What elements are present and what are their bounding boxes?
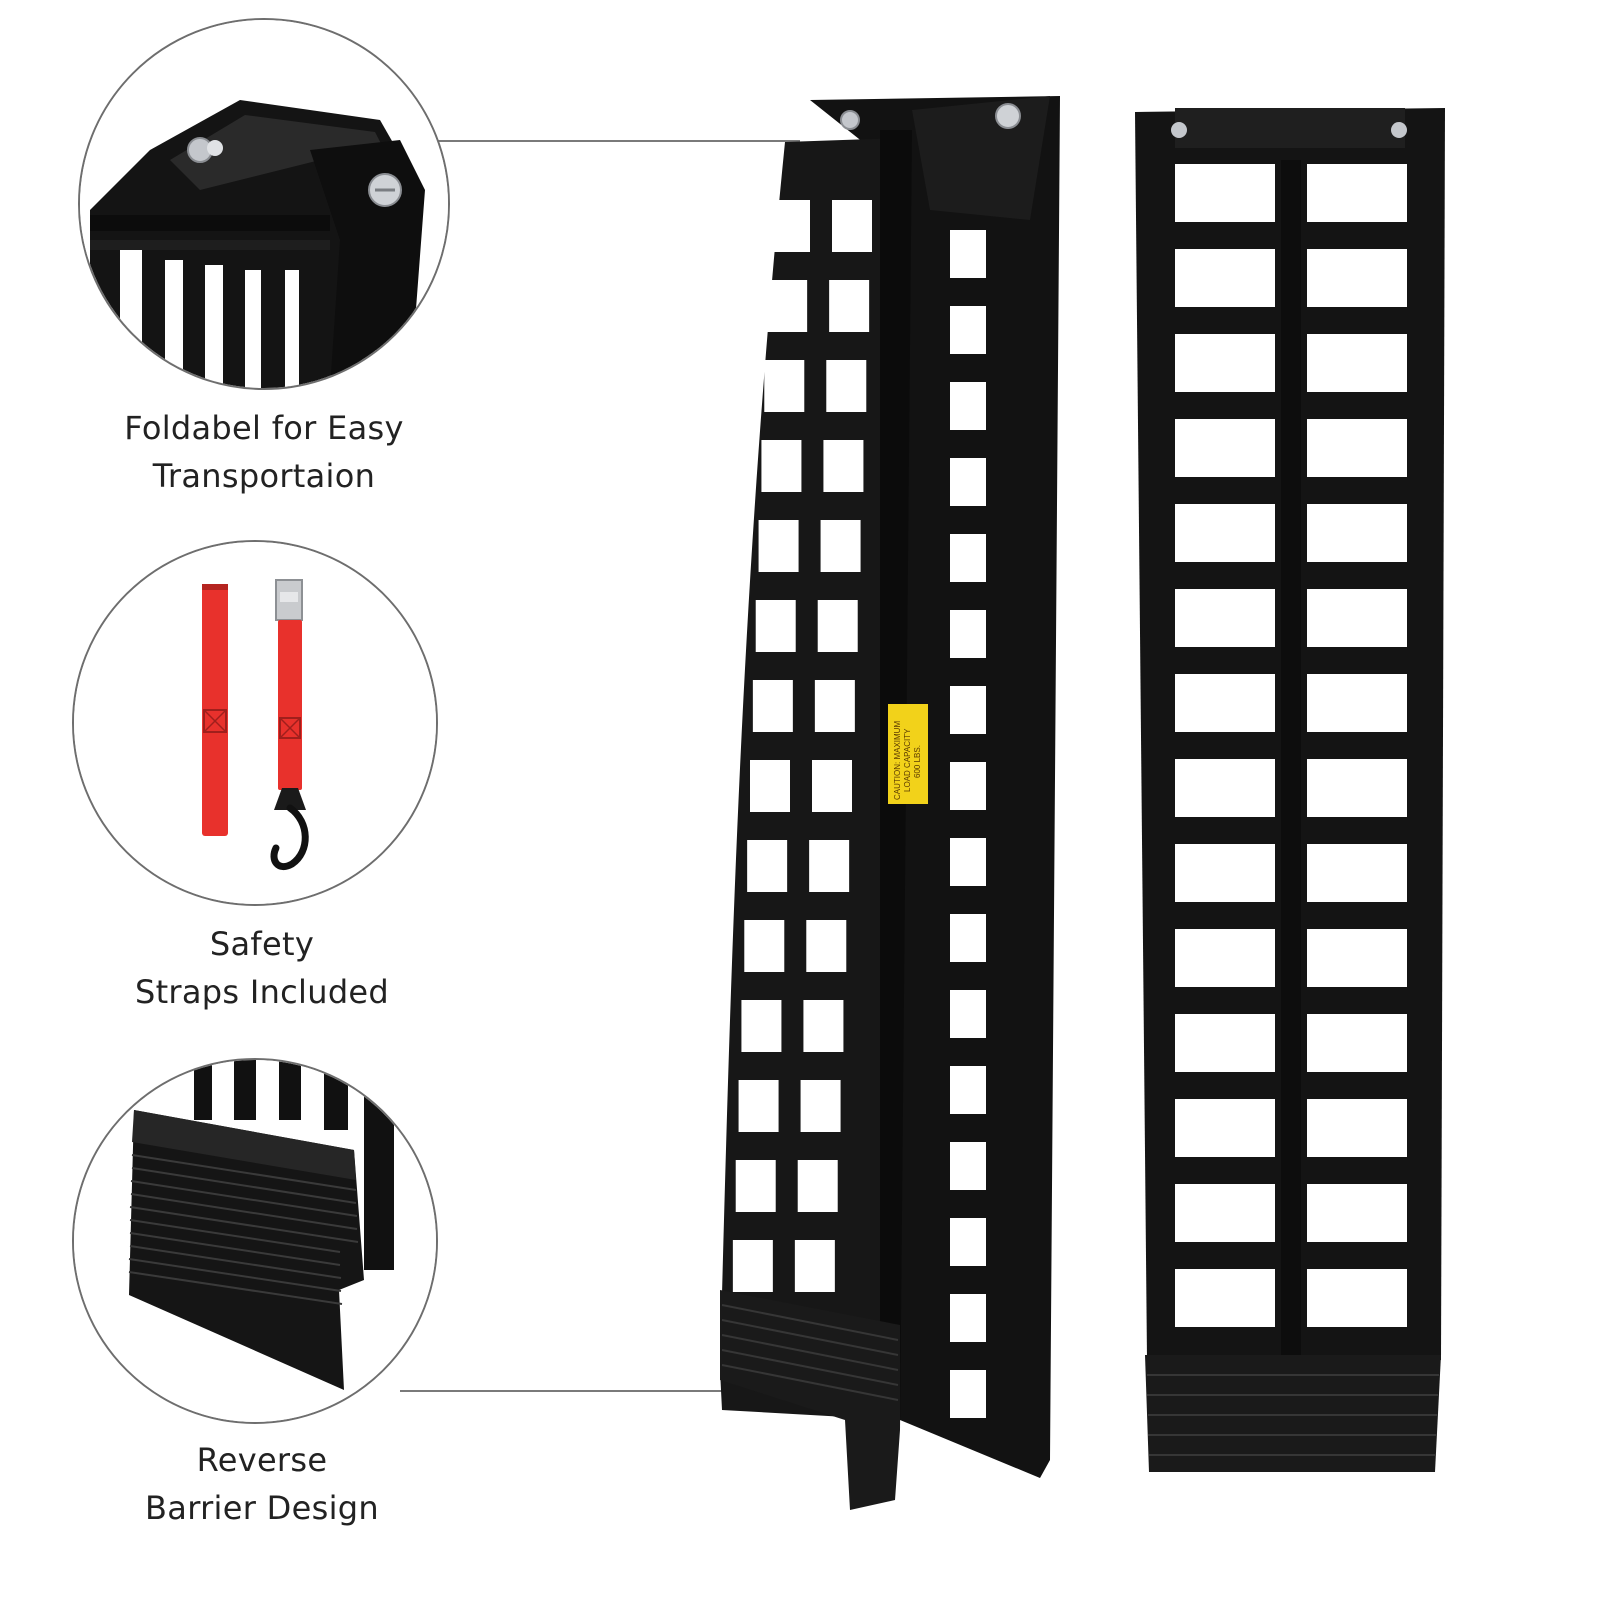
folded-ramp-back-gap <box>950 306 986 354</box>
folded-ramp-gap <box>735 1160 776 1212</box>
folded-ramp-gap <box>732 1240 773 1292</box>
fold-caption-line-2: Transportaion <box>152 457 376 495</box>
safety-straps-circle <box>72 540 438 906</box>
flat-ramp-gap <box>1175 844 1275 902</box>
caution-sticker <box>888 704 928 804</box>
flat-ramp-gap <box>1175 419 1275 477</box>
folded-ramp-gap <box>770 200 810 252</box>
folded-ramp-gap <box>797 1160 838 1212</box>
folded-ramp-back-gap <box>950 762 986 810</box>
fold-caption-line-1: Foldabel for Easy <box>124 409 404 447</box>
folded-ramp-gap <box>761 440 802 492</box>
reverse-barrier-circle <box>72 1058 438 1424</box>
folded-ramp-gap <box>823 440 864 492</box>
connector-line-bottom <box>400 1390 746 1392</box>
flat-ramp-gap <box>1175 1014 1275 1072</box>
flat-ramp-gap <box>1307 1269 1407 1327</box>
flat-ramp-gap <box>1307 1099 1407 1157</box>
folded-ramp-gap <box>812 760 852 812</box>
flat-ramp-gap <box>1175 504 1275 562</box>
flat-ramp-gap <box>1307 844 1407 902</box>
folded-ramp-image: CAUTION: MAXIMUM LOAD CAPACITY 600 LBS. <box>720 96 1060 1510</box>
flat-ramp-gap <box>1307 759 1407 817</box>
folded-ramp-gap <box>800 1080 841 1132</box>
folded-ramp-gap <box>826 360 867 412</box>
folded-ramp-gap <box>829 280 870 332</box>
folded-ramp-gap <box>803 1000 844 1052</box>
flat-ramp-gap <box>1307 164 1407 222</box>
folded-ramp-gap <box>817 600 858 652</box>
flat-ramp-gap <box>1307 249 1407 307</box>
flat-ramp-gap <box>1175 1099 1275 1157</box>
flat-ramp-gap <box>1175 589 1275 647</box>
flat-ramp-gap <box>1307 674 1407 732</box>
flat-ramp-gap <box>1307 929 1407 987</box>
straps-caption-line-2: Straps Included <box>134 973 390 1011</box>
folded-ramp-gap <box>758 520 799 572</box>
folded-ramp-gap <box>809 840 850 892</box>
flat-ramp-gap <box>1175 759 1275 817</box>
caution-sticker-line-1: CAUTION: MAXIMUM <box>893 721 902 800</box>
flat-ramp-gap <box>1175 334 1275 392</box>
caution-sticker-line-3: 600 LBS. <box>913 745 922 778</box>
folded-ramp-gap <box>814 680 855 732</box>
flat-ramp-gap <box>1175 1269 1275 1327</box>
folded-ramp-back-gap <box>950 1218 986 1266</box>
folded-ramp-gap <box>752 680 793 732</box>
flat-ramp-gap <box>1307 504 1407 562</box>
flat-ramp-gap <box>1307 1014 1407 1072</box>
folded-ramp-gap <box>747 840 788 892</box>
flat-ramp-gap <box>1175 674 1275 732</box>
folded-ramp-back-gap <box>950 610 986 658</box>
folded-ramp-back-gap <box>950 534 986 582</box>
flat-ramp-gap <box>1307 419 1407 477</box>
barrier-caption-line-2: Barrier Design <box>145 1489 379 1527</box>
fold-hinge-detail-circle <box>78 18 450 390</box>
folded-ramp-gap <box>794 1240 835 1292</box>
folded-ramp-back-gap <box>950 686 986 734</box>
safety-strap-icon <box>74 542 436 904</box>
folded-ramp-back-gap <box>950 838 986 886</box>
back-panel-gaps <box>950 230 986 1418</box>
flat-ramp-gap <box>1175 1184 1275 1242</box>
folded-ramp-gap <box>832 200 872 252</box>
folded-ramp-gap <box>764 360 805 412</box>
folded-ramp-back-gap <box>950 1066 986 1114</box>
flat-ramp-gap <box>1175 164 1275 222</box>
folded-ramp-back-gap <box>950 458 986 506</box>
folded-ramp-gap <box>806 920 847 972</box>
flat-ramp-gap <box>1307 589 1407 647</box>
barrier-caption: Reverse Barrier Design <box>62 1436 462 1532</box>
front-panel-gaps <box>730 200 872 1372</box>
folded-ramp-gap <box>750 760 790 812</box>
folded-ramp-gap <box>738 1080 779 1132</box>
flat-ramp-gaps <box>1175 164 1407 1327</box>
folded-ramp-gap <box>741 1000 782 1052</box>
reverse-barrier-icon <box>74 1060 436 1422</box>
folded-ramp-gap <box>744 920 785 972</box>
flat-ramp-gap <box>1175 249 1275 307</box>
folded-ramp-back-gap <box>950 914 986 962</box>
folded-ramp-gap <box>767 280 808 332</box>
folded-ramp-gap <box>820 520 861 572</box>
fold-caption: Foldabel for Easy Transportaion <box>64 404 464 500</box>
folded-ramp-back-gap <box>950 230 986 278</box>
flat-ramp-image <box>1135 108 1445 1472</box>
straps-caption-line-1: Safety <box>209 925 315 963</box>
fold-hinge-icon <box>80 20 448 388</box>
flat-ramp-gap <box>1175 929 1275 987</box>
folded-ramp-back-gap <box>950 1142 986 1190</box>
folded-ramp-back-gap <box>950 1294 986 1342</box>
folded-ramp-back-gap <box>950 382 986 430</box>
folded-ramp-gap <box>755 600 796 652</box>
folded-ramp-back-gap <box>950 990 986 1038</box>
connector-line-top <box>438 140 800 142</box>
flat-ramp-gap <box>1307 1184 1407 1242</box>
caution-sticker-line-2: LOAD CAPACITY <box>903 728 912 792</box>
folded-ramp-back-gap <box>950 1370 986 1418</box>
flat-ramp-gap <box>1307 334 1407 392</box>
barrier-caption-line-1: Reverse <box>196 1441 328 1479</box>
straps-caption: Safety Straps Included <box>62 920 462 1016</box>
